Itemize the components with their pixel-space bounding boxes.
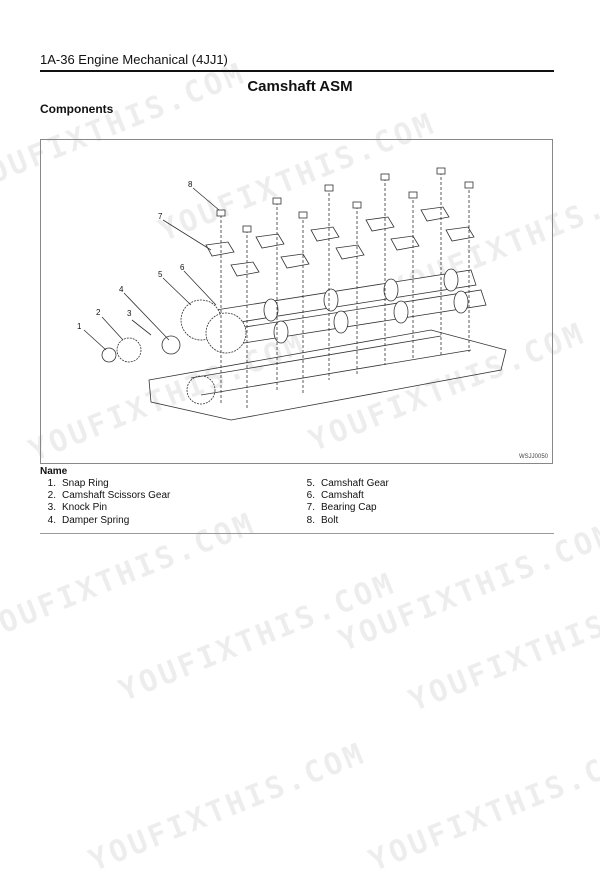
legend-item: 2.Camshaft Scissors Gear (47, 490, 171, 502)
callout-1: 1 (77, 322, 82, 331)
legend-item: 3.Knock Pin (47, 502, 108, 514)
legend-item: 1.Snap Ring (47, 478, 109, 489)
legend-item: 8.Bolt (306, 514, 339, 526)
watermark: YOUFIXTHIS.COM (404, 576, 600, 719)
scissors-gear (116, 337, 142, 363)
legend-item: 6.Camshaft (306, 490, 364, 502)
watermark: YOUFIXTHIS.COM (334, 516, 600, 659)
cylinder-head-outline (148, 329, 507, 421)
watermark: YOUFIXTHIS.COM (364, 736, 600, 879)
callout-7: 7 (158, 212, 163, 221)
header-rule (40, 70, 554, 72)
snap-ring (101, 347, 117, 363)
callout-3: 3 (127, 309, 132, 318)
legend-list-left: 1.Snap Ring 2.Camshaft Scissors Gear 3.K… (40, 478, 171, 527)
watermark: YOUFIXTHIS.COM (114, 566, 401, 709)
camshaft-exploded-view: 1 2 3 4 5 6 7 8 (77, 167, 507, 421)
watermark: YOUFIXTHIS.COM (84, 736, 371, 879)
page-title: Camshaft ASM (247, 78, 353, 95)
callout-4: 4 (119, 285, 124, 294)
callout-6: 6 (180, 263, 185, 272)
legend-item: 7.Bearing Cap (306, 502, 377, 514)
figure-id: WSJJ0050 (518, 454, 548, 460)
legend-heading: Name (40, 466, 68, 477)
section-subtitle: Components (40, 102, 114, 116)
legend-item: 4.Damper Spring (47, 514, 130, 526)
damper-spring (161, 335, 181, 355)
callout-2: 2 (96, 308, 101, 317)
section-header: 1A-36 Engine Mechanical (4JJ1) (40, 52, 228, 67)
watermark: YOUFIXTHIS.COM (0, 506, 261, 649)
callout-8: 8 (188, 180, 193, 189)
legend-list-right: 5.Camshaft Gear 6.Camshaft 7.Bearing Cap… (299, 478, 389, 527)
callout-5: 5 (158, 270, 163, 279)
components-diagram: 1 2 3 4 5 6 7 8 WSJJ0050 (40, 139, 553, 464)
legend-item: 5.Camshaft Gear (306, 478, 389, 489)
footer-rule (40, 533, 554, 534)
